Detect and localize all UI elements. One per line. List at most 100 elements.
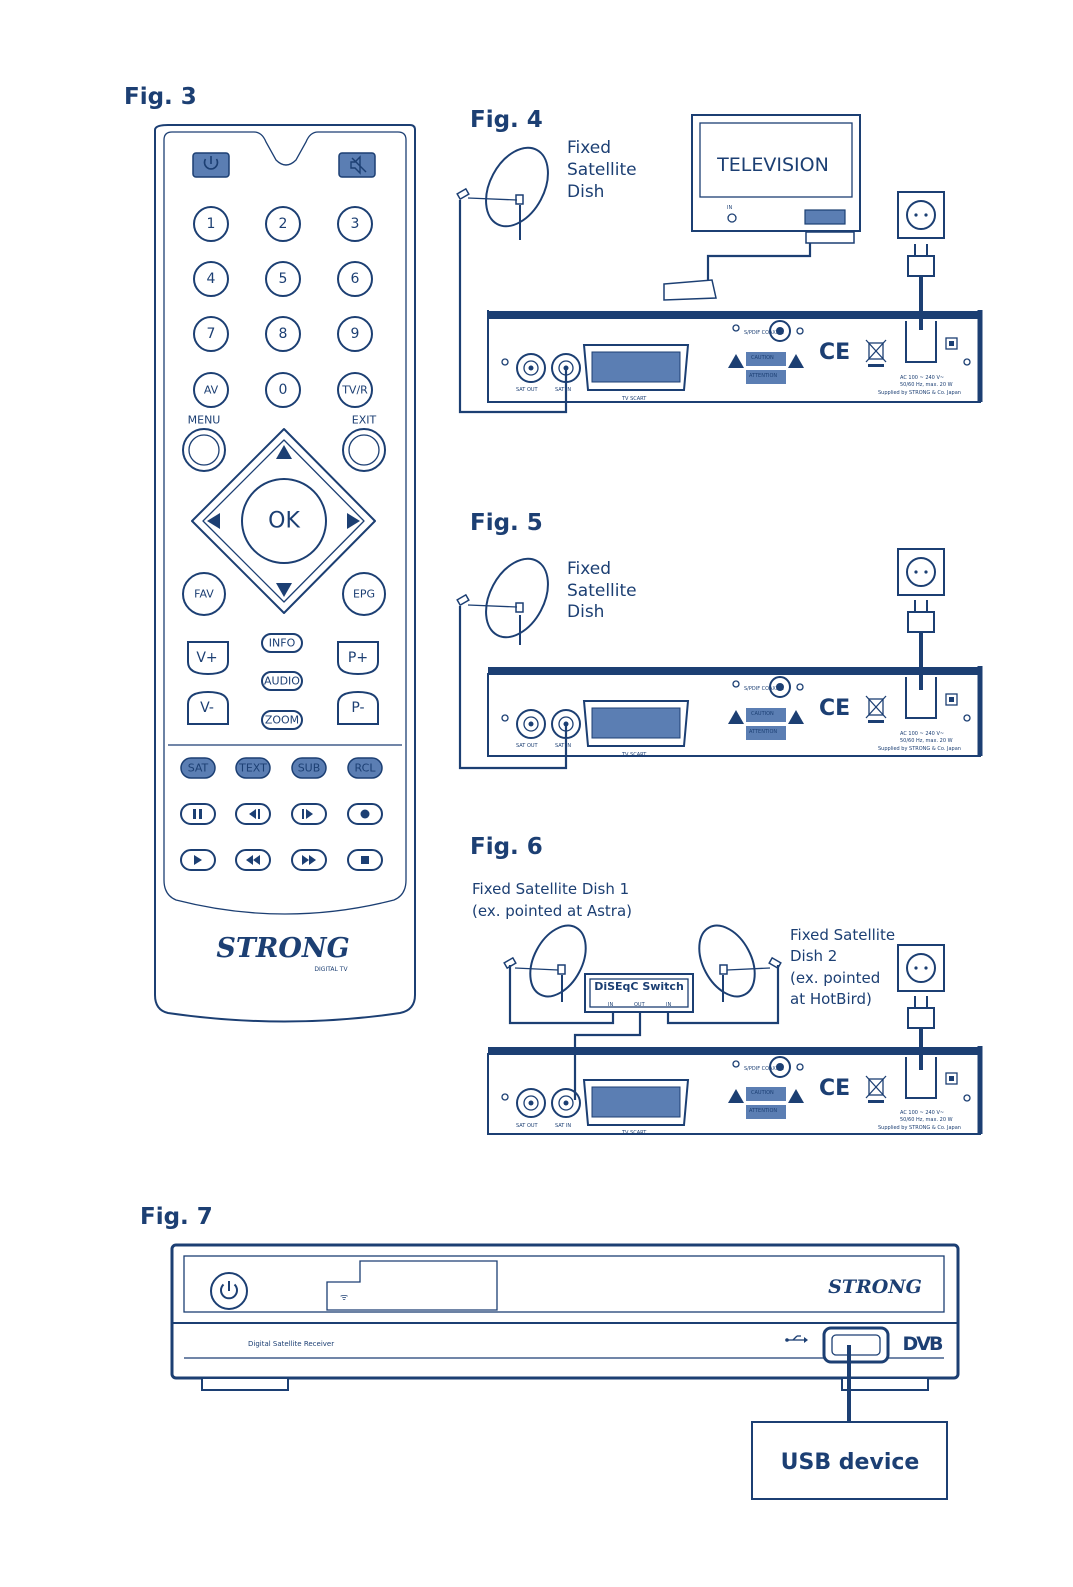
diseqc-port-in-1: IN <box>608 1002 613 1008</box>
fig7-title: Fig. 7 <box>140 1204 213 1230</box>
tv-in-label: IN <box>727 205 732 211</box>
key-tvr[interactable] <box>337 372 373 408</box>
power-button[interactable] <box>192 152 230 178</box>
fig4-receiver-rear: SAT OUT SAT IN TV SCART S/PDIF COAXIAL C… <box>487 310 983 403</box>
key-5-label: 5 <box>279 271 288 287</box>
tv-scart-socket <box>804 209 846 225</box>
nav-pad-inner <box>202 439 365 603</box>
audio-button[interactable] <box>261 671 303 691</box>
arrow-left-icon[interactable] <box>207 513 220 529</box>
sub-button[interactable] <box>291 757 327 779</box>
volume-up-button[interactable] <box>187 641 229 676</box>
fig4-power-spec-2: 50/60 Hz, max. 20 W <box>900 382 953 388</box>
fig5-dish-label-1: Fixed <box>567 559 611 579</box>
fig6-dish2-label-4: at HotBird) <box>790 990 872 1008</box>
tv-antenna-jack <box>727 213 737 223</box>
fig6-dish2-label-1: Fixed Satellite <box>790 926 895 944</box>
play-button[interactable] <box>180 849 216 871</box>
text-button[interactable] <box>235 757 271 779</box>
fig5-wall-socket-icon <box>897 548 945 690</box>
volume-down-button[interactable] <box>187 690 229 725</box>
fig4-tv-scart-label: TV SCART <box>621 396 647 402</box>
record-button[interactable] <box>347 803 383 825</box>
fig5-attention-label: ATTENTION <box>749 729 777 735</box>
front-model-label: Digital Satellite Receiver <box>248 1340 334 1348</box>
stop-button[interactable] <box>347 849 383 871</box>
fig4-sat-out-label: SAT OUT <box>516 387 539 393</box>
fig4-satellite-dish-icon <box>456 146 549 240</box>
fig5-power-spec-1: AC 100 ~ 240 V~ <box>900 731 944 737</box>
arrow-down-icon[interactable] <box>276 583 292 597</box>
key-tvr-label: TV/R <box>341 384 368 397</box>
rcl-button[interactable] <box>347 757 383 779</box>
nav-pad-outer <box>191 428 376 614</box>
key-3[interactable] <box>337 206 373 242</box>
sat-button[interactable] <box>180 757 216 779</box>
remote-control: 1 2 3 4 5 6 7 8 9 AV 0 TV/R MENU <box>154 124 416 1023</box>
audio-label: AUDIO <box>264 675 300 688</box>
fig6-weee-icon <box>865 1075 887 1103</box>
key-2[interactable] <box>265 206 301 242</box>
exit-button[interactable] <box>342 428 386 472</box>
scart-plug-tv <box>805 231 855 244</box>
fig5-supplier: Supplied by STRONG & Co. Japan <box>878 746 961 752</box>
fig3-title: Fig. 3 <box>124 84 197 110</box>
fig4-dish-cable <box>458 200 568 414</box>
key-0-label: 0 <box>279 382 288 398</box>
fig6-dish2-label-2: Dish 2 <box>790 947 837 965</box>
pause-icon <box>193 809 202 819</box>
diseqc-switch-label: DiSEqC Switch <box>594 980 684 993</box>
key-6[interactable] <box>337 261 373 297</box>
numeric-keypad: 1 2 3 4 5 6 7 8 9 AV 0 TV/R <box>193 206 373 408</box>
front-power-icon <box>220 1281 238 1300</box>
signal-indicator-icon: ᯤ <box>340 1293 348 1303</box>
fast-forward-button[interactable] <box>291 849 327 871</box>
usb-port[interactable] <box>822 1326 890 1364</box>
step-back-button[interactable] <box>235 803 271 825</box>
pause-button[interactable] <box>180 803 216 825</box>
step-forward-icon <box>302 809 313 819</box>
stop-icon <box>361 856 369 864</box>
key-1-label: 1 <box>207 216 216 232</box>
arrow-right-icon[interactable] <box>347 513 360 529</box>
zoom-button[interactable] <box>261 710 303 730</box>
mute-button[interactable] <box>338 152 376 178</box>
step-forward-button[interactable] <box>291 803 327 825</box>
key-0[interactable] <box>265 372 301 408</box>
key-2-label: 2 <box>279 216 288 232</box>
key-1[interactable] <box>193 206 229 242</box>
fig5-weee-icon <box>865 695 887 723</box>
ok-button[interactable] <box>241 478 327 564</box>
fig6-dish1-cable <box>508 965 615 1025</box>
key-4[interactable] <box>193 261 229 297</box>
key-5[interactable] <box>265 261 301 297</box>
fast-forward-icon <box>302 855 316 865</box>
fig6-title: Fig. 6 <box>470 834 543 860</box>
rewind-button[interactable] <box>235 849 271 871</box>
key-9[interactable] <box>337 316 373 352</box>
fig6-spdif-label: S/PDIF COAXIAL <box>744 1066 784 1072</box>
front-power-button[interactable] <box>210 1272 248 1310</box>
diseqc-port-in-2: IN <box>666 1002 671 1008</box>
fig6-dish1-label-1: Fixed Satellite Dish 1 <box>472 880 629 898</box>
step-back-icon <box>249 809 260 819</box>
key-av[interactable] <box>193 372 229 408</box>
fig4-dish-label-1: Fixed <box>567 138 611 158</box>
page-up-button[interactable] <box>337 641 379 676</box>
menu-button[interactable] <box>182 428 226 472</box>
arrow-up-icon[interactable] <box>276 445 292 459</box>
page-down-button[interactable] <box>337 690 379 725</box>
fav-button[interactable] <box>182 572 226 616</box>
remote-brand-logo: STRONG <box>216 933 349 964</box>
key-8-label: 8 <box>279 326 288 342</box>
key-6-label: 6 <box>351 271 360 287</box>
key-7[interactable] <box>193 316 229 352</box>
fig4-dish-label-2: Satellite <box>567 160 637 180</box>
epg-button[interactable] <box>342 572 386 616</box>
info-button[interactable] <box>261 633 303 653</box>
fig6-receiver-rear: SAT OUT SAT IN TV SCART S/PDIF COAXIAL C… <box>487 1046 983 1136</box>
fig5-caution-label: CAUTION <box>751 711 774 717</box>
key-8[interactable] <box>265 316 301 352</box>
fig5-dish-label-3: Dish <box>567 602 604 622</box>
